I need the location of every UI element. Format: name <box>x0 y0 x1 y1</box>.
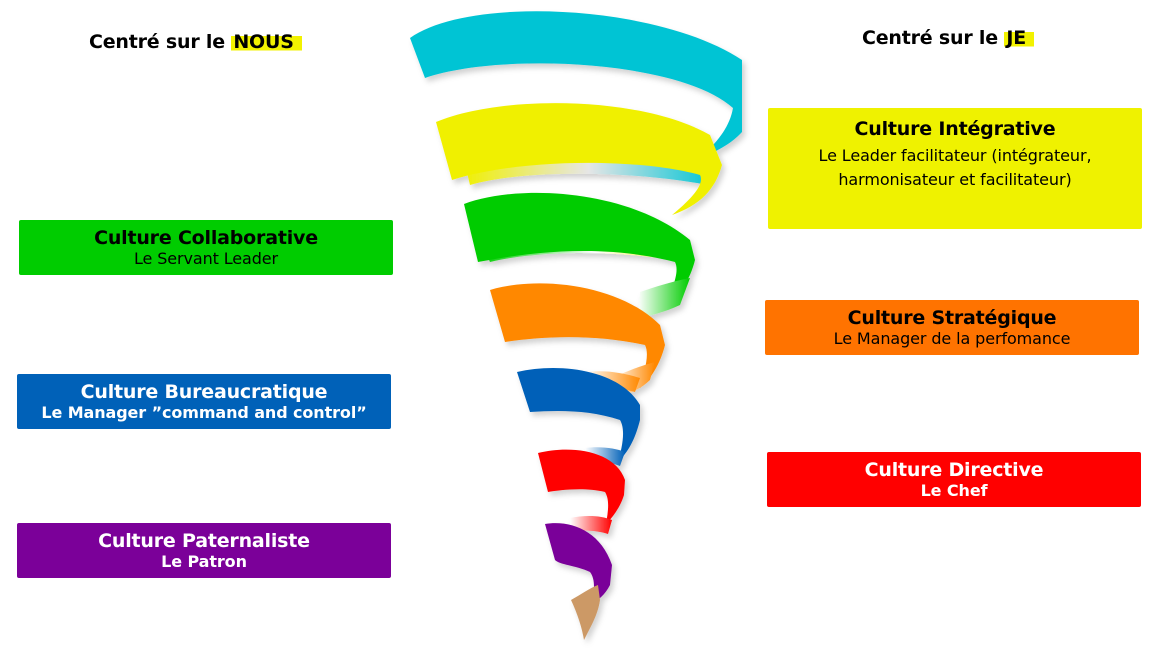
spiral-band-red <box>538 449 625 524</box>
spiral-band-blue <box>517 368 640 462</box>
box-culture-integrative: Culture Intégrative Le Leader facilitate… <box>768 108 1142 229</box>
heading-nous-highlight: NOUS <box>231 31 302 53</box>
box-title: Culture Bureaucratique <box>80 380 328 403</box>
box-subtitle: Le Chef <box>920 480 988 500</box>
spiral-band-yellow <box>436 103 722 215</box>
spiral-band-cyan <box>410 11 742 158</box>
box-culture-strategique: Culture Stratégique Le Manager de la per… <box>765 300 1139 355</box>
spiral-band-green <box>464 192 695 305</box>
box-culture-paternaliste: Culture Paternaliste Le Patron <box>17 523 391 578</box>
box-subtitle: Le Servant Leader <box>133 248 279 268</box>
heading-je-prefix: Centré sur le <box>862 27 1005 49</box>
box-title: Culture Collaborative <box>94 226 318 249</box>
box-title: Culture Intégrative <box>854 118 1056 140</box>
heading-je-highlight: JE <box>1004 27 1035 49</box>
spiral-tip-tan <box>571 585 600 640</box>
box-subtitle: Le Manager ”command and control” <box>41 402 367 422</box>
spiral-band-purple <box>545 523 612 604</box>
heading-nous-prefix: Centré sur le <box>89 31 232 53</box>
box-culture-bureaucratique: Culture Bureaucratique Le Manager ”comma… <box>17 374 391 429</box>
box-culture-collaborative: Culture Collaborative Le Servant Leader <box>19 220 393 275</box>
box-title: Culture Directive <box>864 458 1044 481</box>
heading-nous: Centré sur le NOUS <box>89 31 302 53</box>
box-subtitle-line2: harmonisateur et facilitateur) <box>838 170 1072 189</box>
heading-je: Centré sur le JE <box>862 27 1035 49</box>
box-subtitle: Le Patron <box>161 551 247 571</box>
spiral-band-orange <box>490 283 665 388</box>
box-culture-directive: Culture Directive Le Chef <box>767 452 1141 507</box>
box-title: Culture Stratégique <box>847 306 1057 329</box>
box-title: Culture Paternaliste <box>98 529 310 552</box>
box-subtitle-line1: Le Leader facilitateur (intégrateur, <box>818 146 1092 165</box>
box-subtitle: Le Manager de la perfomance <box>833 328 1071 348</box>
